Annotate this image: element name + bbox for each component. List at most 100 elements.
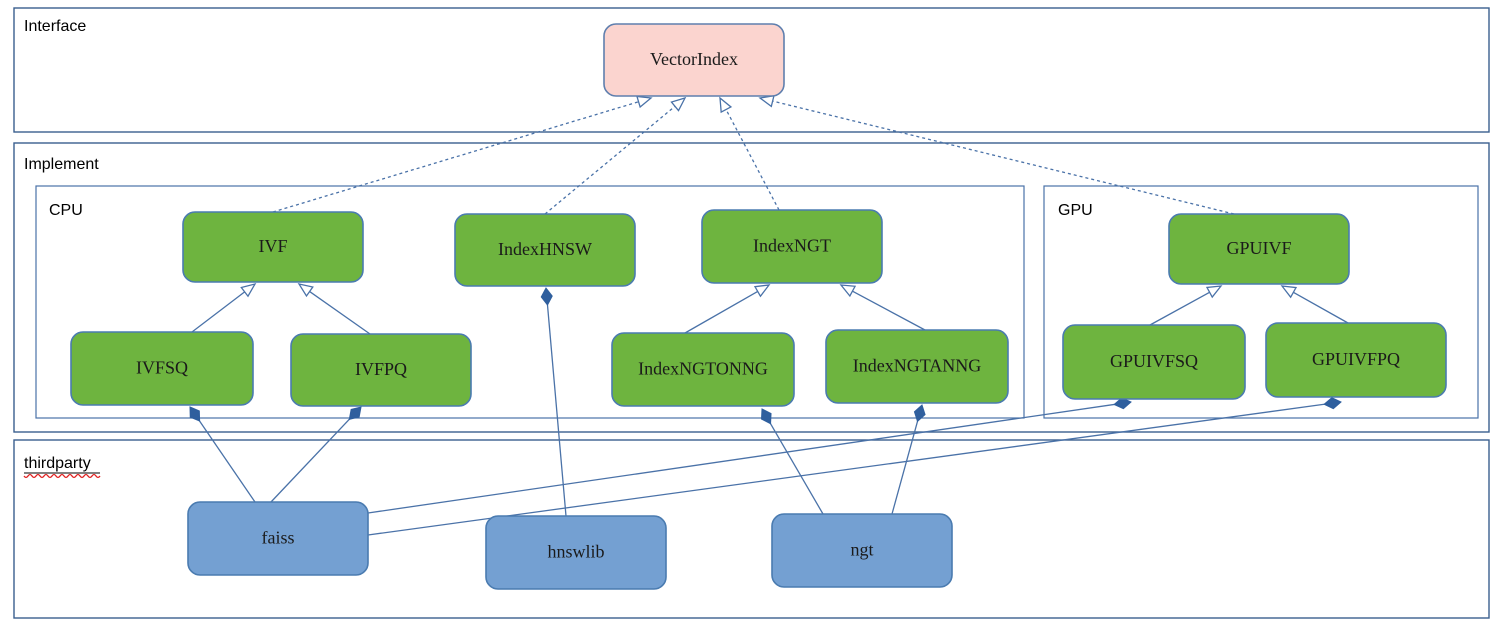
edge-gpuivfpq-gpuivf — [1280, 285, 1349, 324]
spellcheck-underline-icon — [23, 473, 101, 479]
node-ivfsq[interactable]: IVFSQ — [70, 331, 254, 406]
edge-gpuivfsq-gpuivf — [1149, 285, 1223, 326]
node-indexngt-box[interactable] — [701, 209, 883, 284]
edge-ivfpq-ivf-line — [308, 290, 371, 335]
edge-gpuivfsq-gpuivf-line — [1149, 291, 1211, 326]
node-vectorindex[interactable]: VectorIndex — [603, 23, 785, 97]
node-indexngtanng[interactable]: IndexNGTANNG — [825, 329, 1009, 404]
subcontainer-cpu-label: CPU — [49, 202, 83, 219]
node-ivf[interactable]: IVF — [182, 211, 364, 283]
edge-ngt-indexngtanng — [891, 404, 926, 515]
node-indexngtonng-box[interactable] — [611, 332, 795, 407]
inheritance-arrow-icon — [839, 284, 857, 298]
node-ivf-label: IVF — [258, 236, 287, 256]
edge-faiss-ivfpq — [270, 406, 362, 503]
composition-diamond-icon — [760, 408, 772, 425]
node-hnswlib-box[interactable] — [485, 515, 667, 590]
node-vectorindex-box[interactable] — [603, 23, 785, 97]
edge-faiss-gpuivfpq — [367, 397, 1342, 536]
composition-diamond-icon — [913, 404, 926, 423]
edge-ivfpq-ivf — [297, 283, 371, 335]
edge-ngt-indexngtanng-line — [891, 420, 919, 515]
edge-indexngtonng-indexngt — [684, 284, 771, 334]
edge-ngt-indexngtonng — [760, 408, 824, 515]
node-gpuivfsq[interactable]: GPUIVFSQ — [1062, 324, 1246, 400]
node-gpuivf[interactable]: GPUIVF — [1168, 213, 1350, 285]
node-ngt-box[interactable] — [771, 513, 953, 588]
edge-indexngt-vectorindex — [719, 96, 780, 211]
node-gpuivf-box[interactable] — [1168, 213, 1350, 285]
node-ivfsq-label: IVFSQ — [136, 358, 188, 378]
edge-ivf-vectorindex-line — [272, 100, 640, 213]
node-ivf-box[interactable] — [182, 211, 364, 283]
node-ivfpq-box[interactable] — [290, 333, 472, 407]
node-indexngt-label: IndexNGT — [753, 236, 831, 256]
node-hnswlib-label: hnswlib — [547, 542, 604, 562]
inheritance-arrow-icon — [719, 96, 733, 114]
edge-ngt-indexngtonng-line — [769, 422, 824, 515]
node-gpuivfpq-box[interactable] — [1265, 322, 1447, 398]
inheritance-arrow-icon — [753, 284, 771, 298]
node-indexngtanng-label: IndexNGTANNG — [853, 356, 982, 376]
node-gpuivf-label: GPUIVF — [1226, 238, 1291, 258]
edge-indexngtanng-indexngt — [839, 284, 926, 331]
node-faiss[interactable]: faiss — [187, 501, 369, 576]
edge-faiss-ivfsq — [189, 406, 256, 503]
inheritance-arrow-icon — [636, 95, 653, 109]
composition-diamond-icon — [348, 406, 362, 421]
edge-faiss-gpuivfpq-line — [367, 403, 1326, 536]
edge-indexngtanng-indexngt-line — [851, 290, 926, 331]
node-ivfsq-box[interactable] — [70, 331, 254, 406]
node-indexngt[interactable]: IndexNGT — [701, 209, 883, 284]
edge-faiss-gpuivfsq-line — [367, 403, 1116, 514]
subcontainer-gpu-label: GPU — [1058, 202, 1093, 219]
edge-faiss-ivfsq-line — [198, 419, 256, 503]
composition-diamond-icon — [1323, 397, 1342, 410]
edge-indexngt-vectorindex-line — [725, 108, 780, 211]
edge-ivf-vectorindex — [272, 95, 653, 213]
node-indexngtanng-box[interactable] — [825, 329, 1009, 404]
inheritance-arrow-icon — [297, 283, 314, 298]
node-ivfpq[interactable]: IVFPQ — [290, 333, 472, 407]
node-indexngtonng-label: IndexNGTONNG — [638, 359, 768, 379]
node-hnswlib[interactable]: hnswlib — [485, 515, 667, 590]
edge-indexngtonng-indexngt-line — [684, 290, 759, 334]
edge-hnswlib-indexhnsw-line — [546, 303, 567, 517]
node-indexhnsw-box[interactable] — [454, 213, 636, 287]
edge-faiss-ivfpq-line — [270, 418, 351, 503]
container-implement-label: Implement — [24, 156, 99, 173]
node-indexngtonng[interactable]: IndexNGTONNG — [611, 332, 795, 407]
inheritance-arrow-icon — [758, 94, 775, 108]
edge-layer — [189, 94, 1349, 536]
edge-gpuivf-vectorindex — [758, 94, 1235, 215]
composition-diamond-icon — [540, 287, 553, 306]
edge-hnswlib-indexhnsw — [540, 287, 567, 517]
inheritance-arrow-icon — [1280, 285, 1298, 299]
node-ngt-label: ngt — [850, 540, 873, 560]
node-ivfpq-label: IVFPQ — [355, 359, 407, 379]
inheritance-arrow-icon — [670, 96, 687, 112]
inheritance-arrow-icon — [1205, 285, 1223, 299]
edge-indexhnsw-vectorindex-line — [544, 105, 677, 215]
node-gpuivfsq-box[interactable] — [1062, 324, 1246, 400]
edge-ivfsq-ivf — [191, 282, 257, 333]
node-gpuivfpq-label: GPUIVFPQ — [1312, 349, 1400, 369]
node-gpuivfsq-label: GPUIVFSQ — [1110, 351, 1198, 371]
node-gpuivfpq[interactable]: GPUIVFPQ — [1265, 322, 1447, 398]
composition-diamond-icon — [189, 406, 201, 422]
edge-gpuivf-vectorindex-line — [771, 100, 1235, 215]
inheritance-arrow-icon — [240, 282, 257, 298]
container-interface-label: Interface — [24, 18, 86, 35]
edge-gpuivfpq-gpuivf-line — [1292, 291, 1349, 324]
node-indexhnsw[interactable]: IndexHNSW — [454, 213, 636, 287]
container-thirdparty-label: thirdparty — [24, 455, 91, 472]
edge-indexhnsw-vectorindex — [544, 96, 687, 215]
node-vectorindex-label: VectorIndex — [650, 49, 738, 69]
node-ngt[interactable]: ngt — [771, 513, 953, 588]
node-faiss-box[interactable] — [187, 501, 369, 576]
node-indexhnsw-label: IndexHNSW — [498, 239, 592, 259]
edge-ivfsq-ivf-line — [191, 290, 246, 333]
